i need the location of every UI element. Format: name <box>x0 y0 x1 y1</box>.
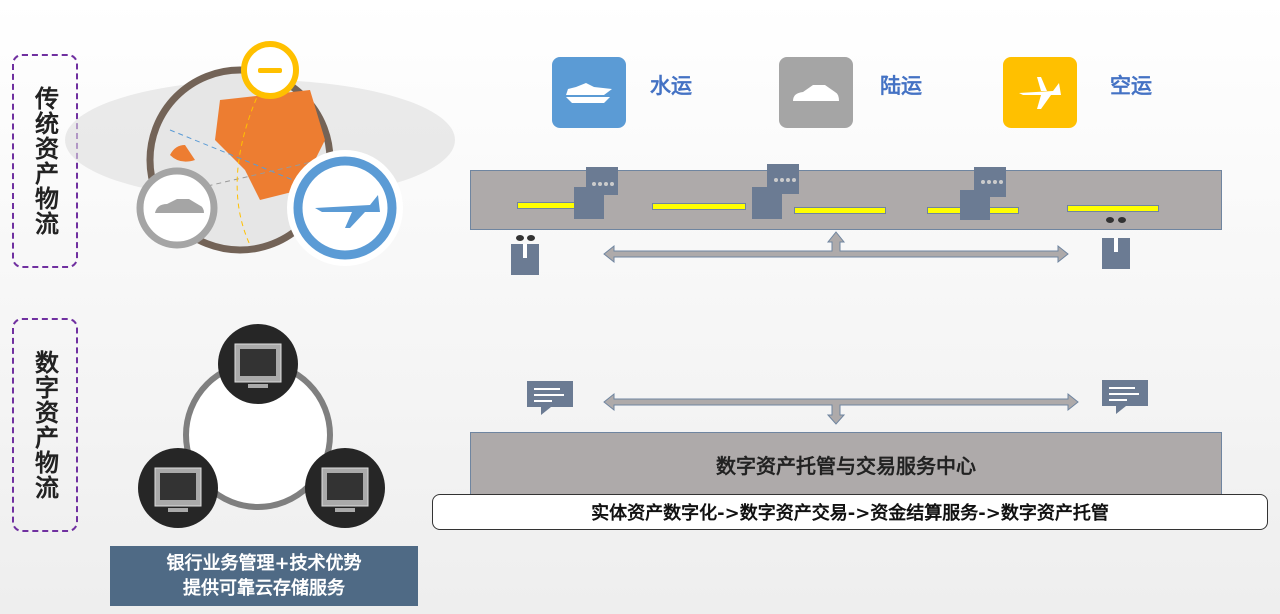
computer-icon <box>305 448 385 528</box>
section-traditional: 传统资产物流 <box>12 54 78 268</box>
double-arrow-icon <box>603 392 1079 425</box>
ship-circle-icon <box>241 41 299 99</box>
digital-graphics <box>527 380 1148 425</box>
gift-icon <box>1102 217 1130 269</box>
section-digital: 数字资产物流 <box>12 318 78 532</box>
route-segment <box>794 207 886 214</box>
flow-box: 实体资产数字化->数字资产交易->资金结算服务->数字资产托管 <box>432 494 1268 530</box>
service-center-bar: 数字资产托管与交易服务中心 <box>470 432 1222 496</box>
logistics-graphics <box>511 164 1130 275</box>
network-diagram <box>138 324 385 528</box>
message-icon <box>527 381 573 415</box>
section-label: 数字资产物流 <box>30 350 59 500</box>
label-water: 水运 <box>650 74 692 98</box>
bank-line1: 银行业务管理+技术优势 <box>166 553 362 574</box>
section-label: 传统资产物流 <box>30 86 59 236</box>
label-air: 空运 <box>1110 74 1152 98</box>
route-segment <box>1067 205 1159 212</box>
car-icon <box>779 57 853 128</box>
plane-icon <box>1003 57 1077 128</box>
plane-circle-icon <box>287 150 403 266</box>
computer-icon <box>218 324 298 404</box>
bank-line2: 提供可靠云存储服务 <box>183 578 345 599</box>
gift-icon <box>511 235 539 275</box>
car-circle-icon <box>136 167 218 249</box>
ship-icon <box>552 57 626 128</box>
bank-box: 银行业务管理+技术优势 提供可靠云存储服务 <box>110 546 418 606</box>
label-land: 陆运 <box>880 74 922 98</box>
message-icon <box>1102 380 1148 414</box>
double-arrow-icon <box>603 231 1069 264</box>
chat-icon <box>574 164 1006 220</box>
globe-illustration <box>65 41 455 266</box>
route-segment <box>652 203 746 210</box>
computer-icon <box>138 448 218 528</box>
